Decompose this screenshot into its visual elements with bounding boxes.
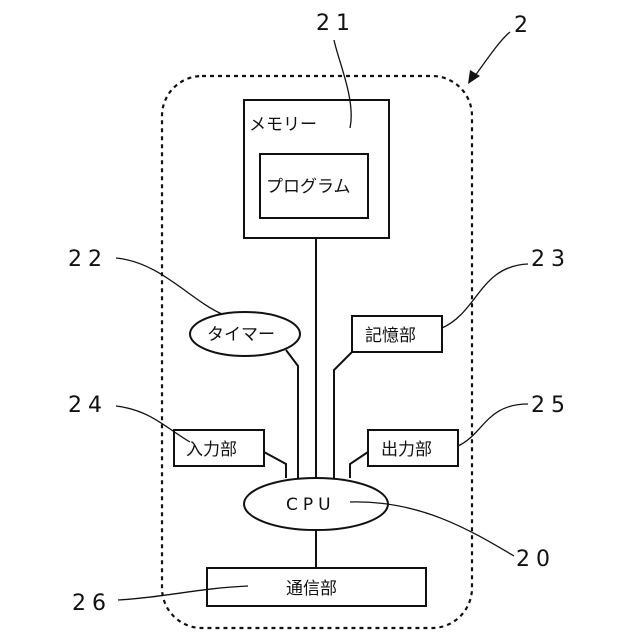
comm-ref-number: 26 xyxy=(72,591,112,616)
storage-ref-number: 23 xyxy=(531,247,571,272)
storage-ref-leader xyxy=(442,264,528,328)
cpu-ref-number: 20 xyxy=(516,547,556,572)
storage-label: 記憶部 xyxy=(365,326,416,346)
cpu-label: CPU xyxy=(286,495,336,515)
bus-input xyxy=(264,452,286,478)
memory-label: メモリー xyxy=(249,115,317,135)
device-ref-number: 2 xyxy=(514,13,534,38)
comm-label: 通信部 xyxy=(286,579,337,599)
memory-ref-number: 21 xyxy=(316,11,356,36)
output-ref-number: 25 xyxy=(531,393,571,418)
bus-output xyxy=(350,452,368,478)
timer-ref-number: 22 xyxy=(68,247,108,272)
input-label: 入力部 xyxy=(186,440,237,460)
output-label: 出力部 xyxy=(381,440,432,460)
device-ref-leader xyxy=(472,32,510,80)
output-ref-leader xyxy=(458,404,528,446)
input-ref-number: 24 xyxy=(68,393,108,418)
bus-storage xyxy=(334,352,352,478)
timer-ref-leader xyxy=(116,258,222,314)
program-label: プログラム xyxy=(266,177,351,197)
timer-label: タイマー xyxy=(207,325,275,345)
bus-timer xyxy=(286,350,298,478)
